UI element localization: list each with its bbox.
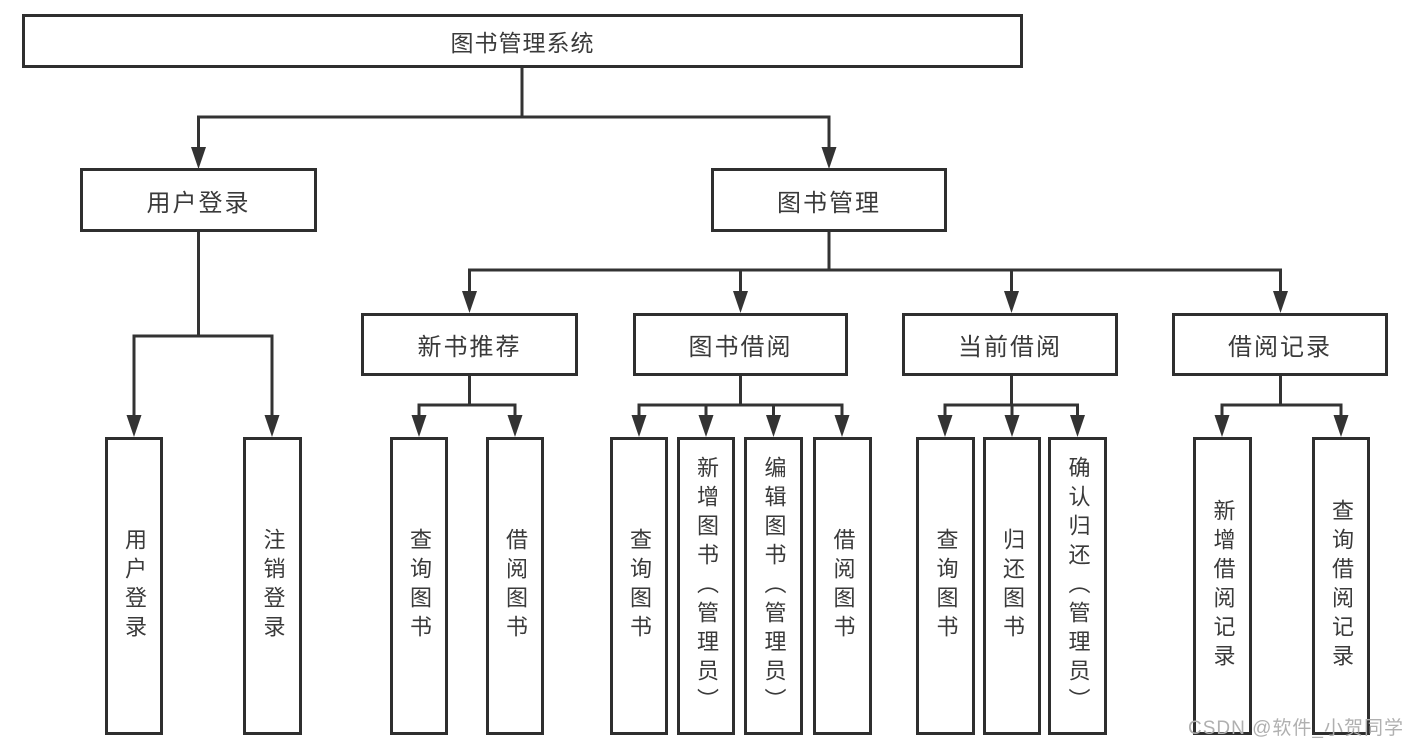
arrowhead: [411, 415, 427, 437]
arrowhead: [462, 291, 477, 313]
node-label: 当前借阅: [958, 334, 1062, 361]
arrowhead: [821, 147, 837, 169]
connector-book-borrow-branch: [637, 374, 844, 421]
node-label: 归还图书: [1000, 528, 1025, 644]
node-add-borrow-record: 新增借阅记录: [1193, 437, 1252, 735]
node-add-book-admin: 新增图书（管理员）: [677, 437, 735, 735]
node-book-management: 图书管理: [711, 168, 947, 232]
node-borrow-books: 借阅图书: [813, 437, 872, 735]
node-user-login: 用户登录: [105, 437, 163, 735]
arrowhead: [1004, 415, 1020, 437]
arrowhead: [834, 415, 850, 437]
arrowhead: [1004, 291, 1019, 313]
node-label: 查询图书: [627, 528, 652, 644]
node-label: 确认归还（管理员）: [1065, 455, 1091, 717]
node-book-borrowing: 图书借阅: [633, 313, 848, 376]
node-label: 编辑图书（管理员）: [761, 455, 787, 717]
arrowhead: [1214, 415, 1230, 437]
connector-book-management-branch: [468, 230, 1282, 297]
node-label: 借阅记录: [1228, 334, 1332, 361]
arrowhead: [766, 415, 781, 437]
connector-user-login-branch: [132, 230, 274, 421]
arrowhead: [126, 415, 142, 437]
node-label: 查询借阅记录: [1329, 499, 1354, 673]
node-label: 图书借阅: [688, 334, 793, 361]
node-query-books-recommend: 查询图书: [390, 437, 448, 735]
node-query-borrow-record: 查询借阅记录: [1312, 437, 1370, 735]
arrowhead: [698, 415, 714, 437]
node-query-books-current: 查询图书: [916, 437, 975, 735]
node-label: 借阅图书: [503, 528, 528, 644]
node-user-login-group: 用户登录: [80, 168, 317, 232]
arrowhead: [1333, 415, 1349, 437]
arrowhead: [191, 147, 206, 169]
node-label: 新增图书（管理员）: [694, 455, 719, 717]
arrowheads: [126, 147, 1349, 437]
node-borrowing-records: 借阅记录: [1172, 313, 1388, 376]
arrowhead: [631, 415, 647, 437]
node-label: 新增借阅记录: [1210, 499, 1236, 673]
connector-new-book-branch: [417, 374, 517, 421]
node-label: 图书管理: [777, 189, 881, 217]
node-label: 借阅图书: [830, 528, 856, 644]
node-edit-book-admin: 编辑图书（管理员）: [744, 437, 803, 735]
node-logout: 注销登录: [243, 437, 302, 735]
arrowhead: [1273, 291, 1288, 313]
node-query-books-borrow: 查询图书: [610, 437, 668, 735]
node-label: 图书管理系统: [450, 30, 595, 56]
node-borrow-books-recommend: 借阅图书: [486, 437, 544, 735]
node-label: 用户登录: [122, 528, 147, 644]
connector-root-to-level2: [197, 66, 831, 153]
node-label: 查询图书: [933, 528, 959, 644]
node-new-book-recommendation: 新书推荐: [361, 313, 578, 376]
arrowhead: [937, 415, 953, 437]
node-label: 新书推荐: [417, 334, 522, 361]
connector-borrow-record-branch: [1220, 374, 1343, 421]
node-label: 用户登录: [146, 189, 251, 217]
arrowhead: [1070, 415, 1085, 437]
node-current-borrowing: 当前借阅: [902, 313, 1118, 376]
node-label: 查询图书: [407, 528, 432, 644]
node-library-management-system: 图书管理系统: [22, 14, 1023, 68]
connector-current-borrow-branch: [943, 374, 1079, 421]
arrowhead: [507, 415, 523, 437]
arrowhead: [733, 291, 748, 313]
node-label: 注销登录: [260, 528, 286, 644]
node-confirm-return-admin: 确认归还（管理员）: [1048, 437, 1107, 735]
node-return-book: 归还图书: [983, 437, 1041, 735]
csdn-watermark: CSDN @软件_小贺同学: [1188, 718, 1404, 739]
arrowhead: [264, 415, 280, 437]
